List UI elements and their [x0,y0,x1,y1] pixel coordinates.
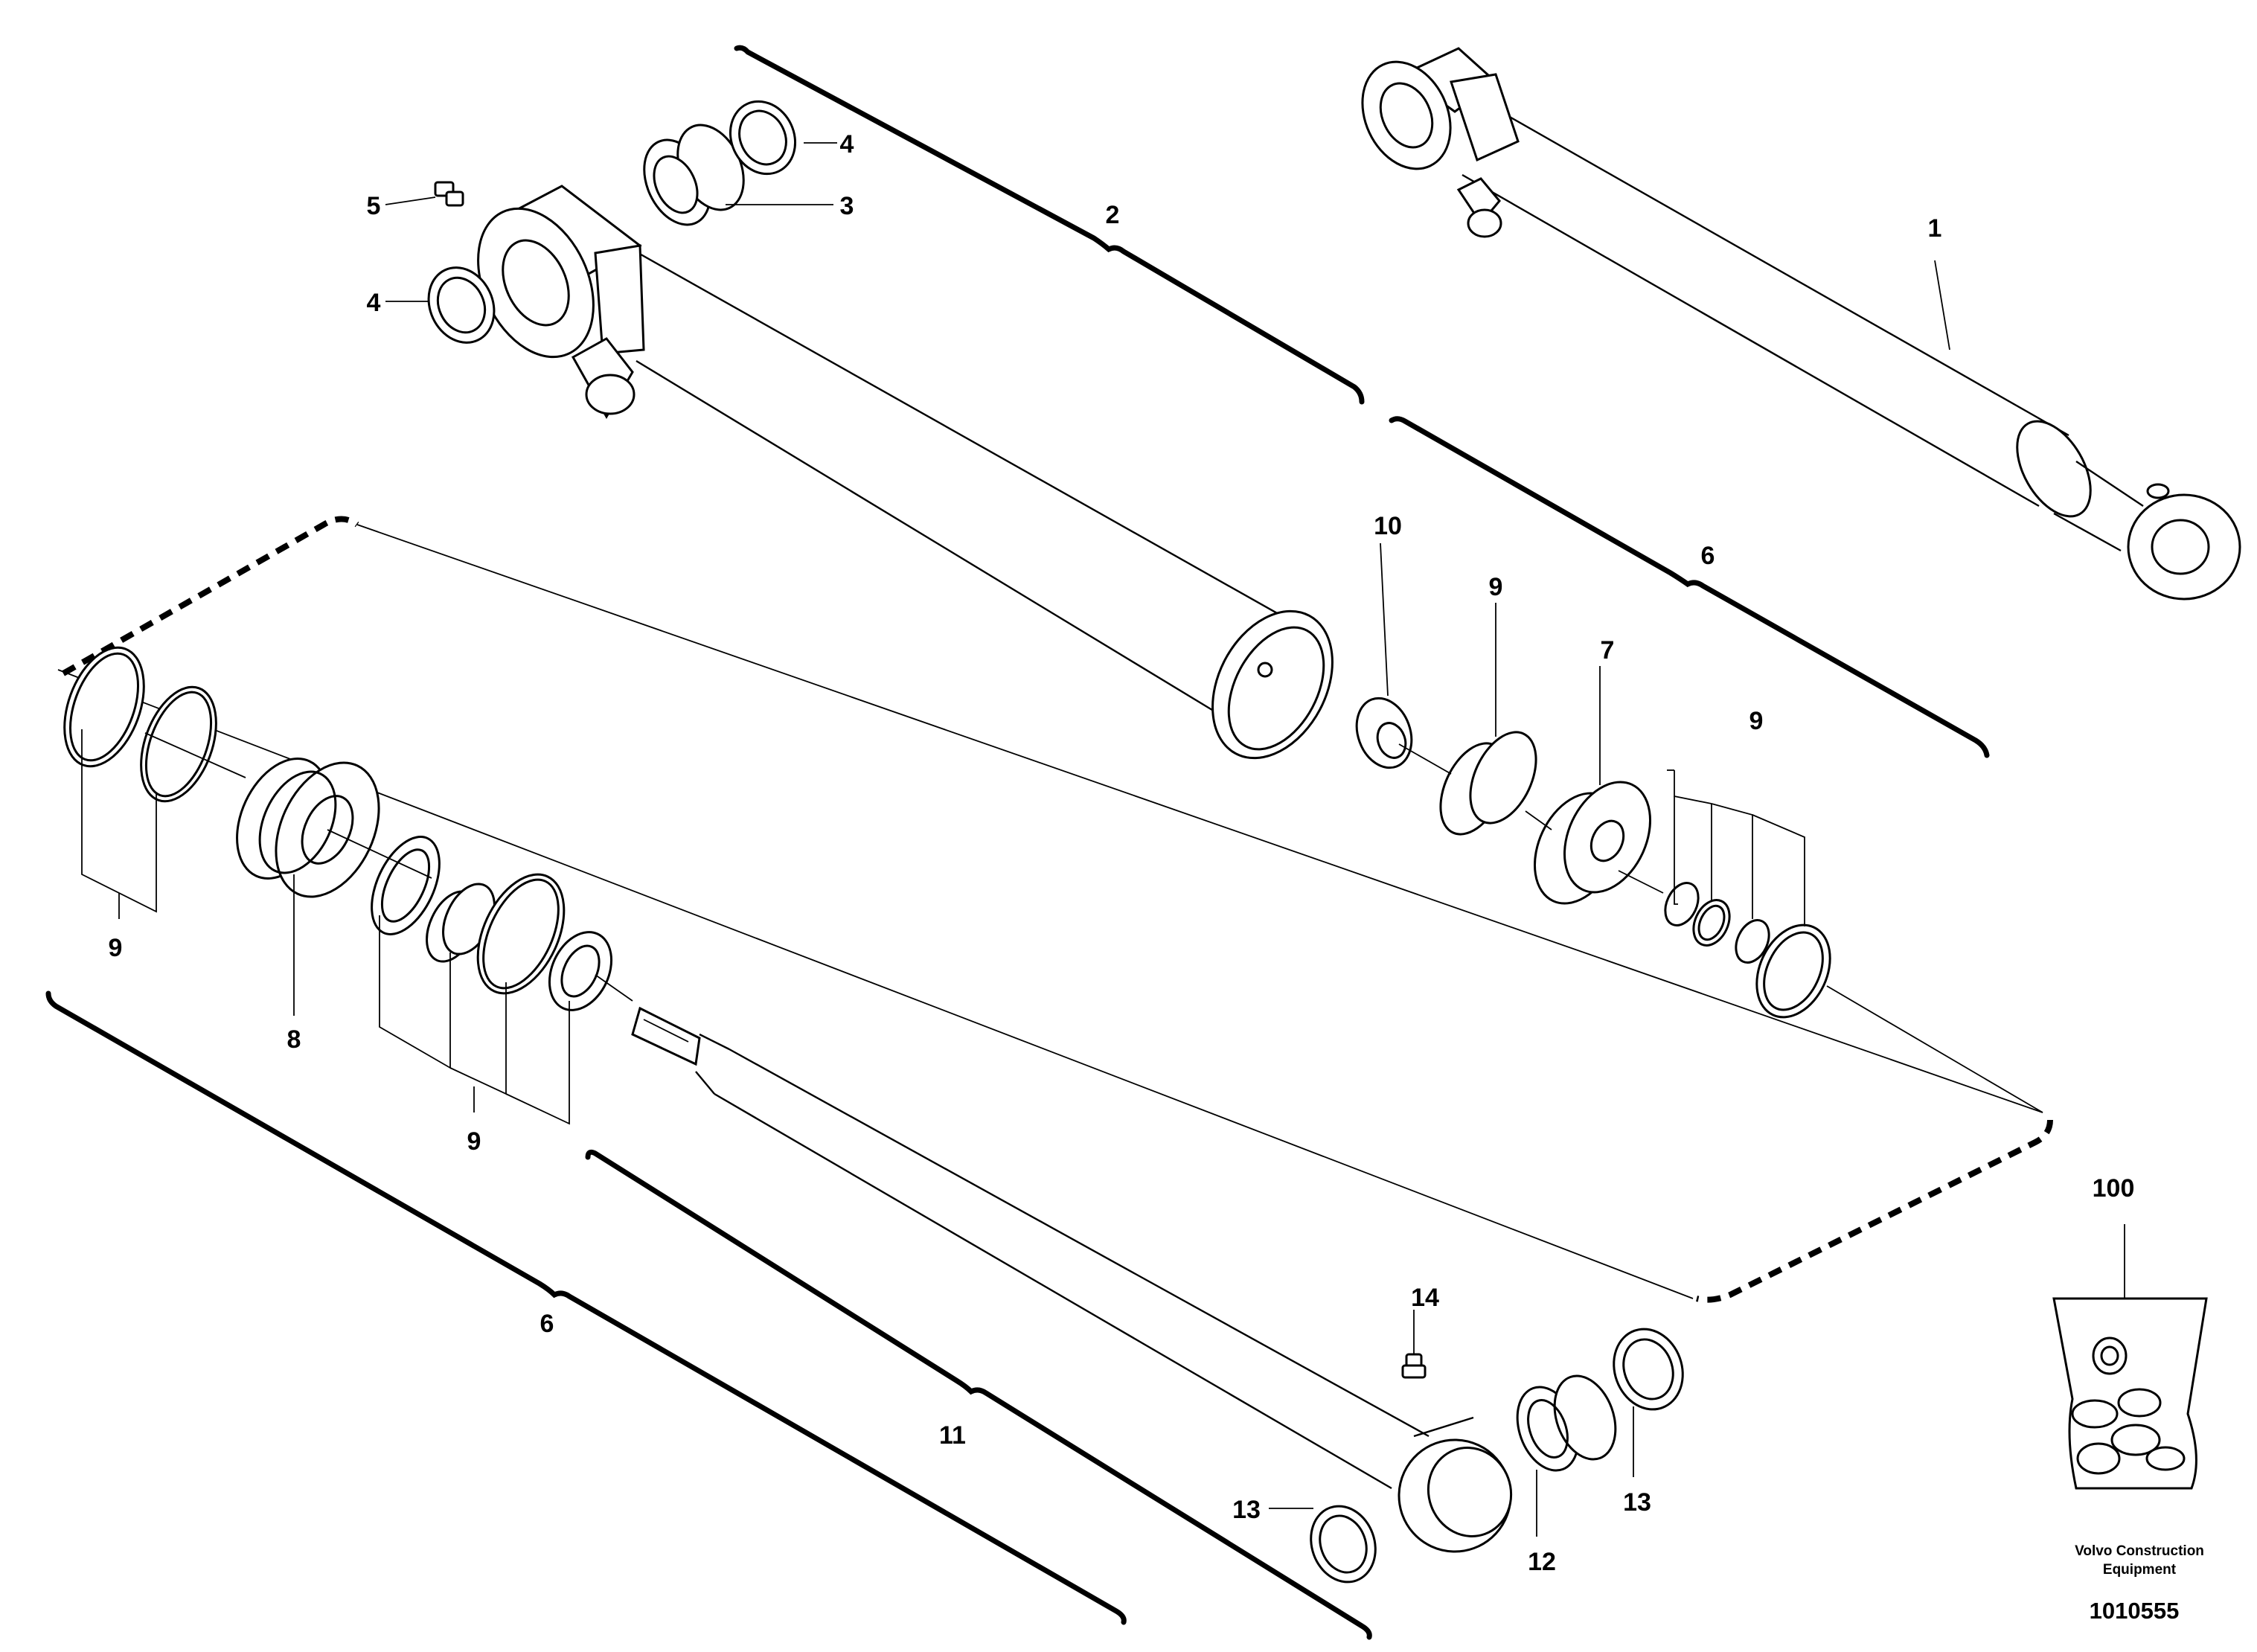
callout-7: 7 [1601,636,1615,665]
callout-11: 11 [939,1421,966,1450]
callout-9-top: 9 [1489,573,1503,601]
brace-6-top [1389,416,1990,758]
piston-seal-9-c [1735,919,1770,964]
o-ring-9-large [476,873,566,995]
grease-nipple-5 [434,181,464,207]
seal-ring-13-left [1310,1505,1377,1584]
cylinder-barrel [477,185,1334,760]
callout-5: 5 [367,192,381,220]
brand-line-2: Equipment [2103,1562,2177,1578]
grease-nipple-14 [1401,1353,1427,1379]
callout-8: 8 [287,1025,301,1054]
brace-2 [734,45,1365,405]
exploded-view-boundary [57,516,2053,1303]
o-ring-9-outer [63,646,145,768]
callout-4-left: 4 [367,289,381,317]
piston-seal-9-a [1664,882,1700,926]
callout-9-middle: 9 [467,1127,481,1156]
callout-6-top: 6 [1701,542,1715,570]
figure-number: 1010555 [2090,1598,2180,1624]
piston-seal-9-b [1692,899,1731,947]
callout-12: 12 [1528,1548,1556,1576]
wiper-ring-9 [548,931,613,1011]
leader-lines [81,142,2125,1537]
seal-ring-4-left [427,266,496,344]
callout-13-right: 13 [1623,1488,1651,1517]
piston-7 [1533,781,1652,905]
assembled-cylinder [1361,47,2241,601]
callout-6-bottom: 6 [540,1310,554,1338]
callout-14: 14 [1411,1284,1439,1312]
callouts: 1 2 3 4 4 5 6 6 7 8 9 9 9 9 10 11 12 13 … [109,130,2135,1576]
seal-ring-4-top [729,100,797,176]
callout-3: 3 [840,192,854,220]
brace-11 [585,1149,1372,1640]
seal-ring-13-right [1613,1328,1684,1411]
piston-rod [631,1006,1513,1553]
callout-1: 1 [1928,214,1942,243]
callout-9-left: 9 [109,934,123,962]
brand-line-1: Volvo Construction [2075,1543,2204,1559]
piston-ring-9 [1755,923,1831,1019]
callout-10: 10 [1374,512,1402,540]
footer: Volvo Construction Equipment 1010555 [2075,1543,2204,1624]
bushing-12 [1516,1374,1617,1472]
callout-100: 100 [2093,1174,2135,1203]
callout-9-right: 9 [1749,707,1764,735]
bushing-3 [643,124,745,226]
o-ring-9-inner [140,685,217,803]
callout-2: 2 [1106,201,1120,229]
seal-kit-bag [2052,1297,2208,1490]
lock-nut-10 [1355,697,1413,769]
guide-band-9 [1439,731,1537,836]
rod-seal-9 [371,836,441,935]
cylinder-head-8 [236,758,380,898]
callout-13-left: 13 [1232,1496,1261,1524]
brace-6-bottom [45,990,1127,1625]
callout-4-top: 4 [840,130,854,159]
